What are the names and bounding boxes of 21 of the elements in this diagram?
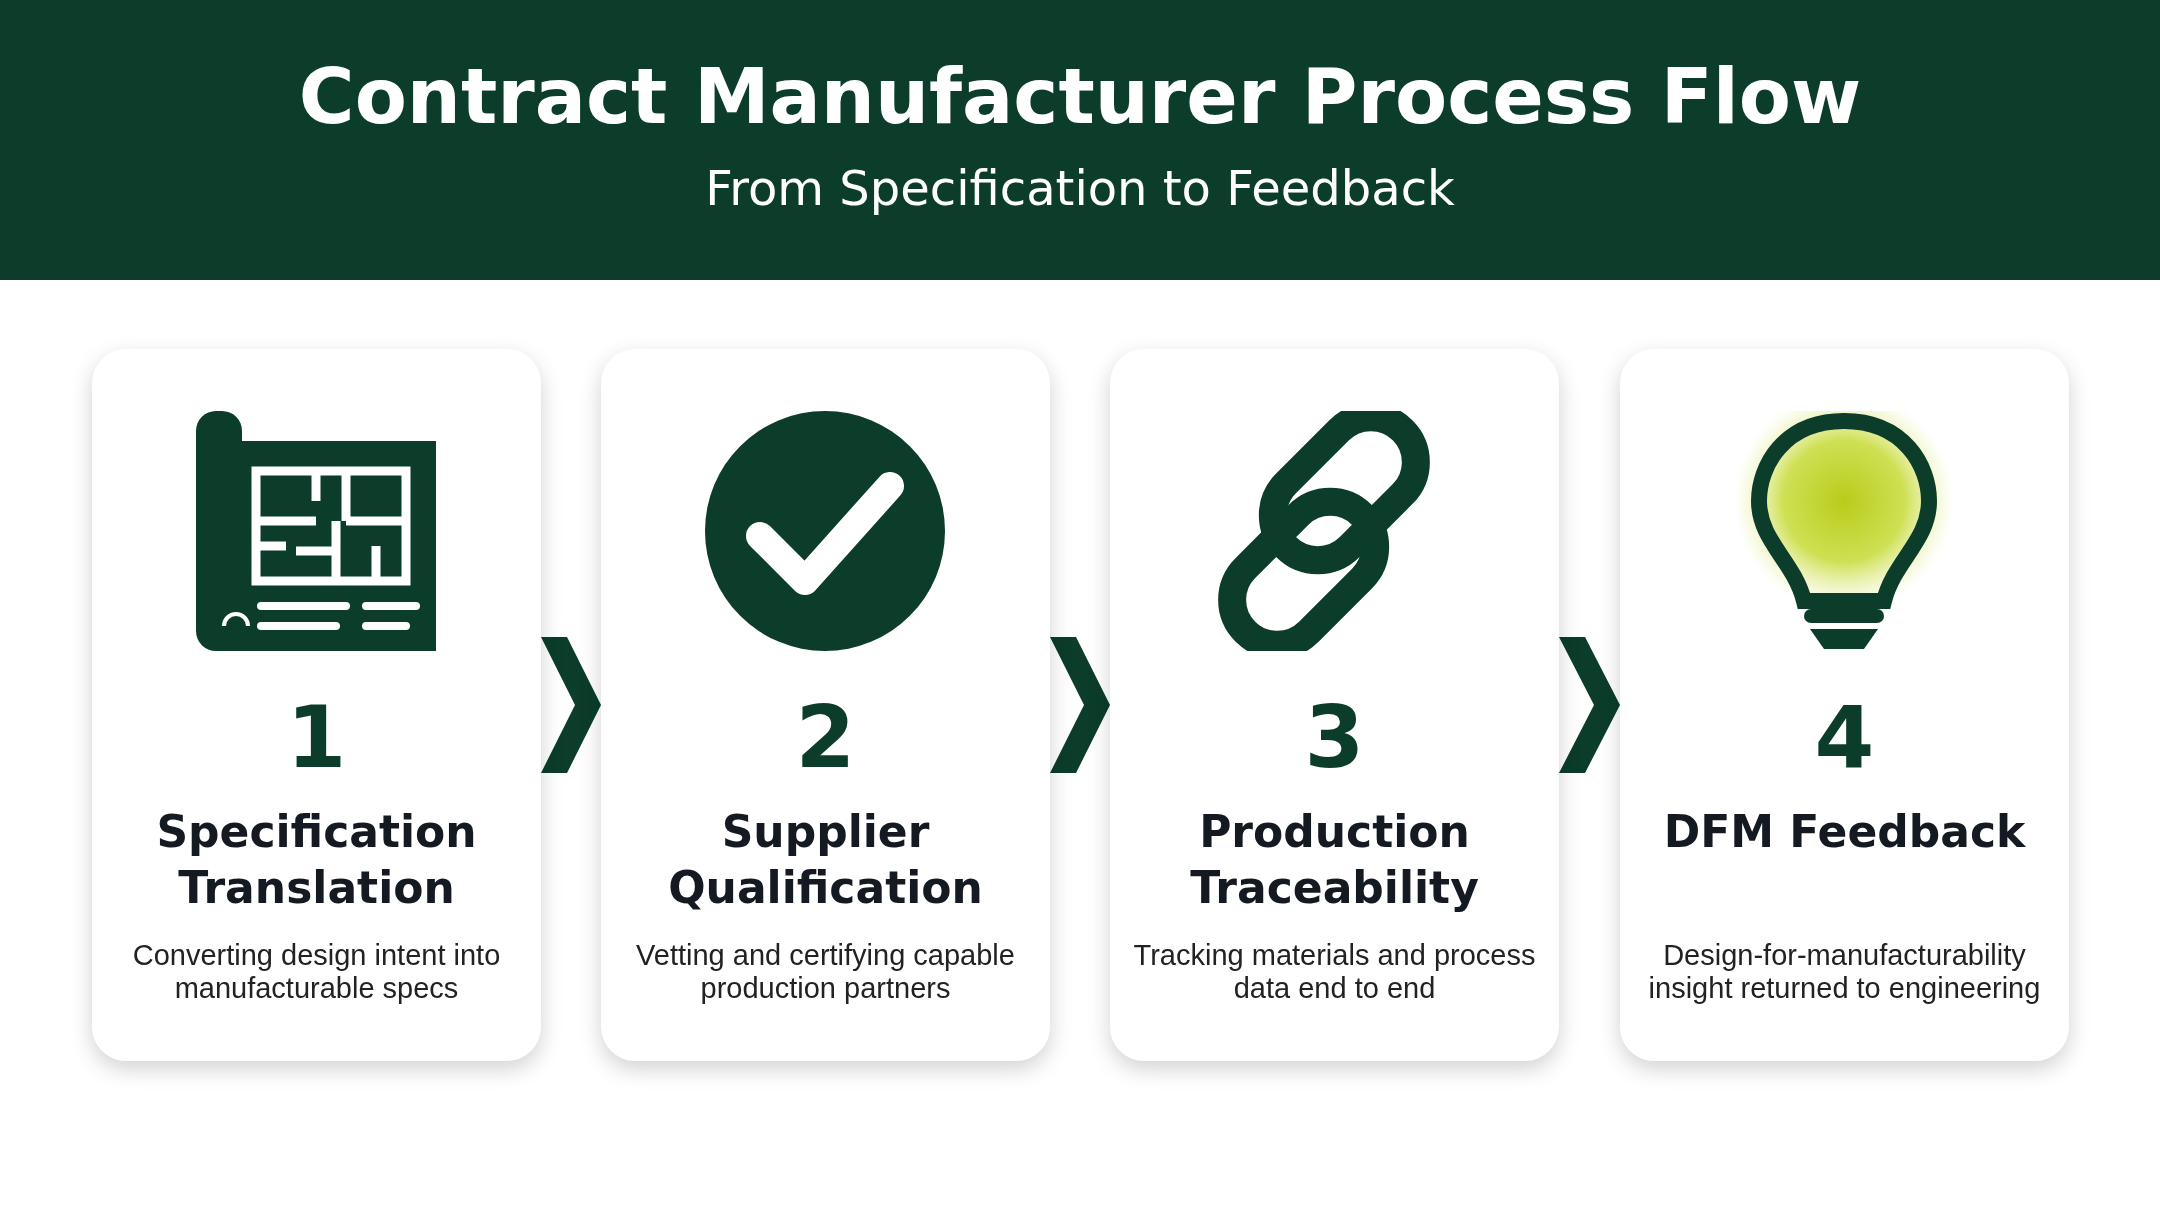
step-card [92, 349, 541, 1061]
step-description: Vetting and certifying capable production partners [635, 939, 1016, 1005]
step-description: Tracking materials and process data end to end [1132, 939, 1537, 1005]
step-number: 2 [794, 694, 857, 780]
step-description: Design-for-manufacturability insight returned to engineering [1647, 939, 2042, 1005]
step-card [601, 349, 1050, 1061]
chevron-arrow [1559, 637, 1620, 773]
step-heading: Specification Translation [155, 805, 478, 915]
title: Contract Manufacturer Process Flow [297, 52, 1863, 141]
chevron-arrow [1050, 637, 1110, 773]
step-number: 1 [285, 694, 348, 780]
subtitle: From Specification to Feedback [704, 160, 1456, 216]
step-number: 3 [1303, 694, 1366, 780]
step-heading: DFM Feedback [1662, 805, 2027, 859]
step-heading: Production Traceability [1189, 805, 1480, 915]
step-card [1110, 349, 1559, 1061]
step-heading: Supplier Qualification [667, 805, 984, 915]
step-description: Converting design intent into manufacturable specs [131, 939, 502, 1005]
step-card [1620, 349, 2069, 1061]
chevron-arrow [541, 637, 601, 773]
step-number: 4 [1813, 694, 1876, 780]
